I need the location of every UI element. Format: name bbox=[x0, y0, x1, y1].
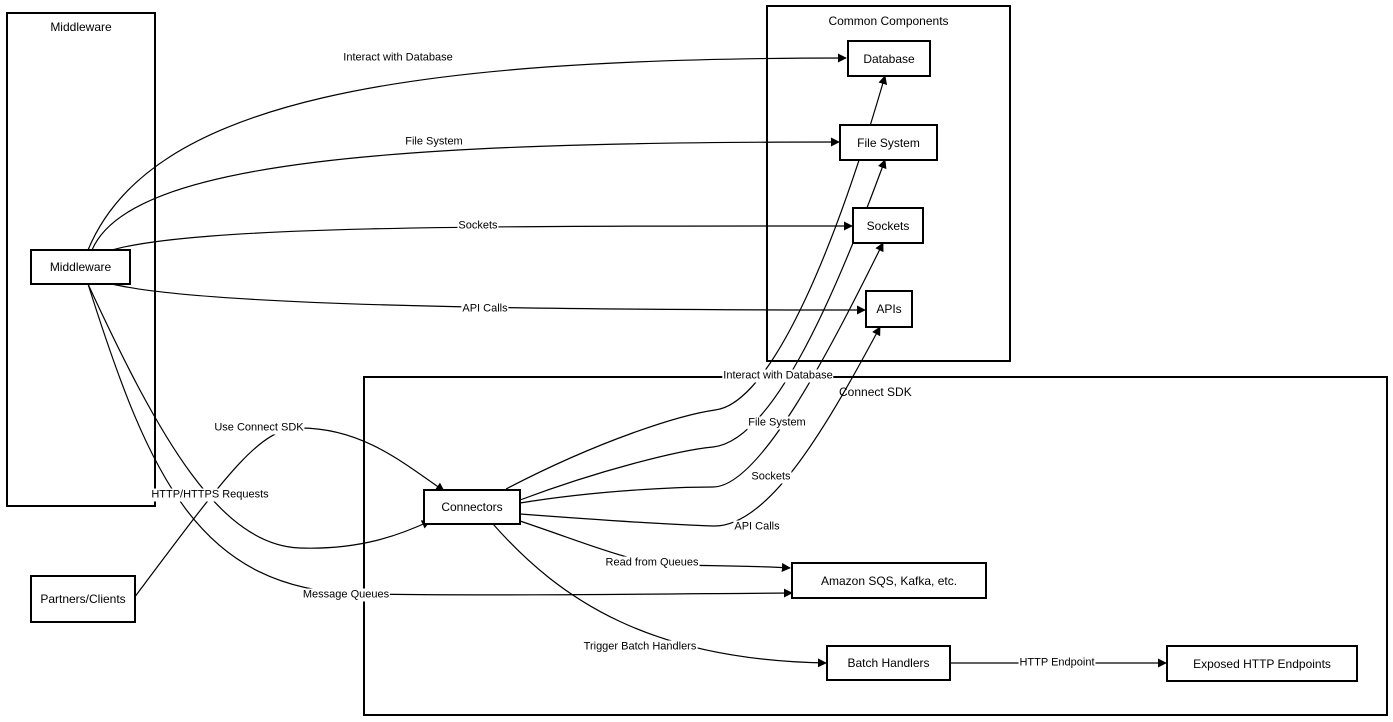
edge-connectors-database bbox=[505, 75, 888, 490]
edge-label-use-connect-sdk: Use Connect SDK bbox=[213, 421, 305, 435]
connect-sdk-group-title: Connect SDK bbox=[839, 385, 912, 399]
edge-label-read-from-queues: Read from Queues bbox=[604, 556, 700, 570]
edge-label-interact-with-database: Interact with Database bbox=[342, 51, 454, 65]
amazon-sqs-kafka-node[interactable]: Amazon SQS, Kafka, etc. bbox=[791, 562, 987, 599]
edge-connectors-apis bbox=[519, 326, 881, 527]
edge-connectors-sockets bbox=[519, 242, 884, 504]
edge-middleware-database bbox=[87, 53, 847, 251]
edge-label-sockets: Sockets bbox=[457, 219, 499, 233]
middleware-group: Middleware bbox=[6, 12, 156, 507]
middleware-group-title: Middleware bbox=[50, 20, 112, 34]
middleware-node[interactable]: Middleware bbox=[30, 249, 131, 285]
sockets-node[interactable]: Sockets bbox=[852, 207, 924, 244]
edge-label-api-calls: API Calls bbox=[461, 302, 509, 316]
edge-label-file-system: File System bbox=[404, 135, 464, 149]
edge-label-http-endpoint: HTTP Endpoint bbox=[1018, 656, 1096, 670]
edge-label-message-queues: Message Queues bbox=[301, 588, 391, 602]
edge-middleware-apis bbox=[111, 283, 866, 315]
edge-label-connectors-interact-with-database: Interact with Database bbox=[722, 369, 834, 383]
edge-middleware-sockets bbox=[111, 221, 853, 251]
edge-label-connectors-sockets: Sockets bbox=[750, 470, 792, 484]
common-components-group: Common Components bbox=[766, 5, 1011, 362]
connect-sdk-group: Connect SDK bbox=[363, 376, 1388, 716]
edge-middleware-connectors bbox=[87, 283, 431, 549]
connectors-node[interactable]: Connectors bbox=[423, 489, 521, 525]
apis-node[interactable]: APIs bbox=[865, 290, 913, 328]
edge-label-connectors-file-system: File System bbox=[747, 416, 807, 430]
exposed-http-endpoints-node[interactable]: Exposed HTTP Endpoints bbox=[1166, 645, 1358, 682]
edge-label-trigger-batch-handlers: Trigger Batch Handlers bbox=[582, 640, 698, 654]
common-components-group-title: Common Components bbox=[828, 14, 949, 28]
batch-handlers-node[interactable]: Batch Handlers bbox=[826, 645, 951, 681]
edge-connectors-file-system bbox=[519, 159, 887, 501]
edge-connectors-batch-handlers bbox=[492, 523, 827, 668]
edge-middleware-file-system bbox=[91, 137, 840, 251]
file-system-node[interactable]: File System bbox=[839, 124, 938, 161]
database-node[interactable]: Database bbox=[847, 40, 931, 77]
partners-clients-node[interactable]: Partners/Clients bbox=[30, 575, 136, 623]
edge-label-http-https-requests: HTTP/HTTPS Requests bbox=[150, 488, 270, 502]
edge-label-connectors-api-calls: API Calls bbox=[733, 520, 781, 534]
